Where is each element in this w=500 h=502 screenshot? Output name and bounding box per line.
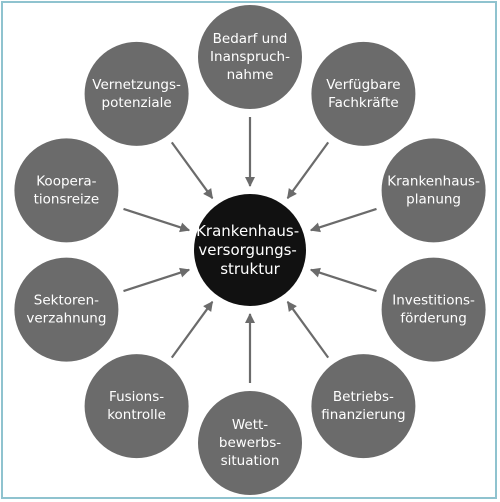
node-label: Koopera-tionsreize (34, 173, 100, 207)
node-circle (381, 138, 486, 243)
node-label-line: finanzierung (321, 407, 405, 423)
node-label-line: planung (406, 191, 461, 207)
node-label: Fusions-kontrolle (107, 389, 166, 423)
node-label: Betriebs-finanzierung (321, 389, 405, 423)
node-label-line: Verfügbare (326, 77, 400, 93)
node-label-line: Investitions- (392, 293, 475, 309)
arrow-betrieb (286, 300, 330, 359)
node-circle (198, 5, 302, 109)
node-label-line: Vernetzungs- (92, 77, 181, 93)
node-label-line: Fusions- (109, 389, 164, 405)
node-label-line: förderung (400, 311, 466, 327)
node-label-line: Inanspruch- (210, 49, 290, 65)
node-label-line: Bedarf und (213, 31, 288, 47)
node-label-line: Krankenhaus- (387, 173, 480, 189)
node-planung: Krankenhaus-planung (381, 138, 486, 243)
node-label-line: Sektoren- (34, 293, 99, 309)
arrow-sektoren (123, 267, 191, 293)
node-betrieb: Betriebs-finanzierung (311, 354, 416, 459)
node-circle (198, 391, 302, 495)
arrow-vernetzung (170, 141, 214, 200)
arrow-fusion (170, 300, 214, 359)
node-label: Wett-bewerbs-situation (219, 417, 281, 469)
node-label-line: Wett- (232, 417, 268, 433)
node-label-line: tionsreize (34, 191, 100, 207)
node-circle (84, 41, 189, 146)
center-label: Krankenhaus- versorgungs- struktur (196, 222, 304, 278)
center-label-line: versorgungs- (198, 241, 296, 259)
arrow-fachkraefte (286, 141, 330, 200)
arrow-investition (309, 267, 377, 293)
node-label-line: Koopera- (36, 173, 96, 189)
node-kooperation: Koopera-tionsreize (14, 138, 119, 243)
node-label-line: potenziale (102, 95, 172, 111)
node-label-line: verzahnung (26, 311, 106, 327)
node-label: Sektoren-verzahnung (26, 293, 106, 327)
node-label-line: bewerbs- (219, 435, 281, 451)
node-circle (311, 41, 416, 146)
node-label: Investitions-förderung (392, 293, 475, 327)
center-circle (194, 194, 306, 306)
node-wettbewerb: Wett-bewerbs-situation (198, 391, 302, 495)
node-fusion: Fusions-kontrolle (84, 354, 189, 459)
center-node: Krankenhaus- versorgungs- struktur (194, 194, 306, 306)
center-label-line: Krankenhaus- (196, 222, 299, 240)
node-label: Vernetzungs-potenziale (92, 77, 181, 111)
node-label-line: Betriebs- (333, 389, 394, 405)
node-label-line: nahme (227, 67, 274, 83)
node-investition: Investitions-förderung (381, 257, 486, 362)
node-circle (14, 138, 119, 243)
node-label: Krankenhaus-planung (387, 173, 480, 207)
node-label-line: kontrolle (107, 407, 166, 423)
node-label-line: Fachkräfte (328, 95, 399, 111)
arrows (123, 117, 377, 383)
node-circle (381, 257, 486, 362)
node-vernetzung: Vernetzungs-potenziale (84, 41, 189, 146)
arrow-kooperation (123, 207, 191, 233)
node-circle (14, 257, 119, 362)
center-label-line: struktur (220, 260, 280, 278)
node-circle (311, 354, 416, 459)
node-label-line: situation (221, 453, 280, 469)
node-circle (84, 354, 189, 459)
node-sektoren: Sektoren-verzahnung (14, 257, 119, 362)
arrow-planung (309, 207, 377, 233)
